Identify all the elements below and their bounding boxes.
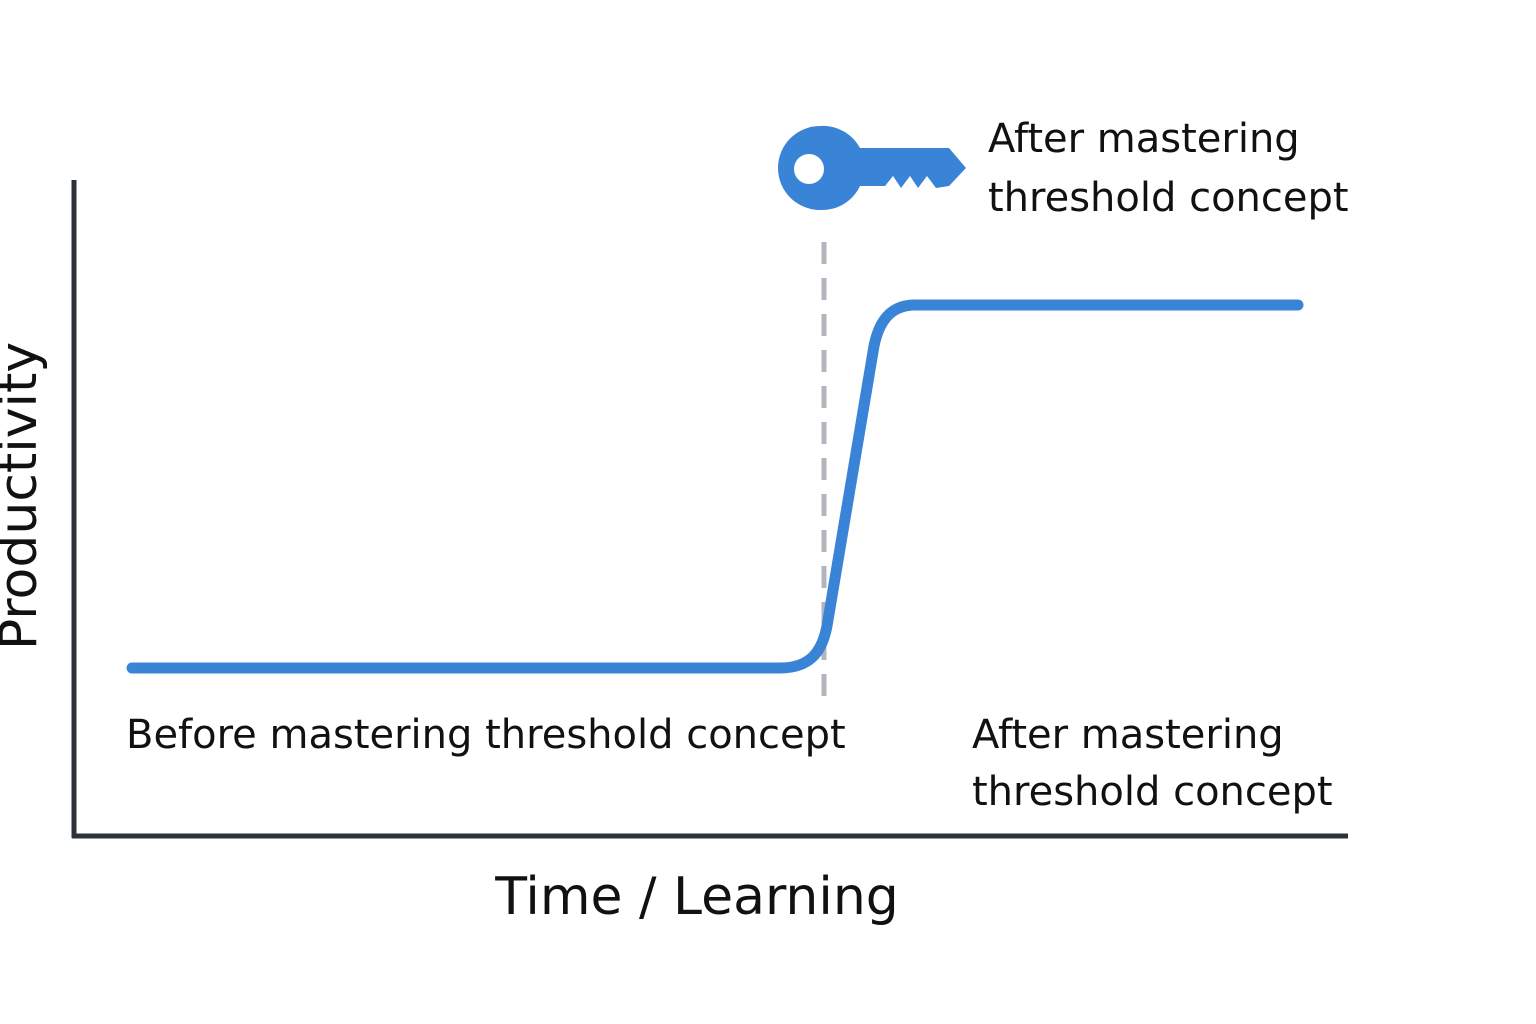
threshold-label: After mastering threshold concept xyxy=(988,116,1349,221)
after-annotation-line-2: threshold concept xyxy=(972,769,1333,815)
before-annotation: Before mastering threshold concept xyxy=(126,712,846,758)
after-annotation-line-1: After mastering xyxy=(972,712,1284,758)
threshold-label-line-2: threshold concept xyxy=(988,175,1349,221)
productivity-line xyxy=(126,299,1304,674)
key-icon xyxy=(778,125,966,211)
threshold-label-line-1: After mastering xyxy=(988,116,1300,162)
x-axis-title: Time / Learning xyxy=(494,867,899,927)
after-annotation: After mastering threshold concept xyxy=(972,712,1333,815)
y-axis-title: Productivity xyxy=(0,342,49,650)
